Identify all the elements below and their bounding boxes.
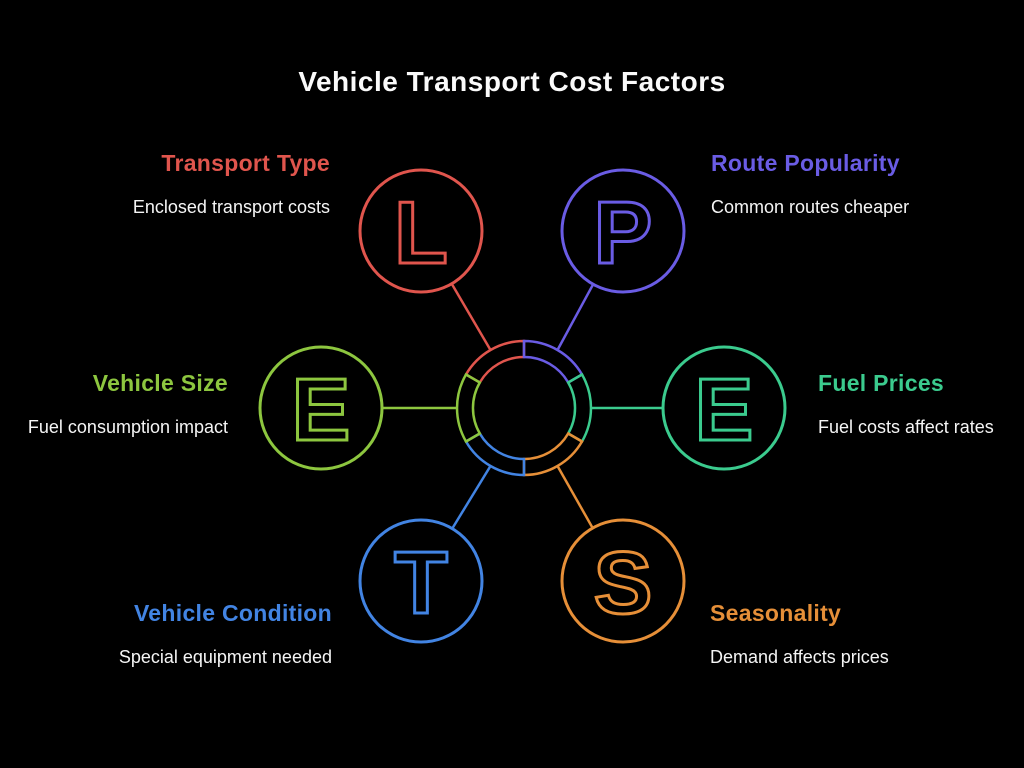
- hub-segment-route-popularity: [522, 339, 584, 385]
- node-letter-transport-type: L: [394, 183, 448, 282]
- node-letter-vehicle-condition: T: [394, 533, 448, 632]
- factor-desc-vehicle-condition: Special equipment needed: [118, 647, 332, 667]
- node-vehicle-size: E: [258, 345, 384, 471]
- factor-label-transport-type: Transport Type Enclosed transport costs: [30, 150, 330, 218]
- factor-title-fuel-prices: Fuel Prices: [818, 370, 945, 396]
- node-vehicle-condition: T: [358, 518, 484, 644]
- node-letter-seasonality: S: [594, 533, 653, 632]
- factor-desc-fuel-prices: Fuel costs affect rates: [818, 417, 994, 437]
- hub-segment-transport-type: [464, 339, 526, 385]
- hub-ring: [455, 339, 593, 477]
- hub-segment-seasonality: [522, 431, 584, 477]
- factor-label-vehicle-condition: Vehicle Condition Special equipment need…: [32, 600, 332, 668]
- factor-title-route-popularity: Route Popularity: [711, 150, 900, 176]
- node-circle-vehicle-condition: [358, 518, 484, 644]
- factor-label-vehicle-size: Vehicle Size Fuel consumption impact: [0, 370, 228, 438]
- connector-transport-type: [450, 283, 492, 351]
- hub-segment-vehicle-condition: [464, 431, 526, 477]
- factor-desc-vehicle-size: Fuel consumption impact: [27, 417, 228, 437]
- node-fuel-prices: E: [661, 345, 787, 471]
- factor-label-seasonality: Seasonality Demand affects prices: [710, 600, 1010, 668]
- node-circle-transport-type: [358, 168, 484, 294]
- factor-title-seasonality: Seasonality: [710, 600, 842, 626]
- factor-desc-route-popularity: Common routes cheaper: [711, 197, 910, 217]
- node-route-popularity: P: [560, 168, 686, 294]
- factor-label-route-popularity: Route Popularity Common routes cheaper: [711, 150, 1011, 218]
- factor-label-fuel-prices: Fuel Prices Fuel costs affect rates: [818, 370, 1024, 438]
- node-transport-type: L: [358, 168, 484, 294]
- node-seasonality: S: [560, 518, 686, 644]
- node-letter-vehicle-size: E: [292, 360, 351, 459]
- node-circle-seasonality: [560, 518, 686, 644]
- node-circle-fuel-prices: [661, 345, 787, 471]
- factor-title-transport-type: Transport Type: [161, 150, 330, 176]
- hub-segment-fuel-prices: [566, 372, 593, 444]
- factor-desc-transport-type: Enclosed transport costs: [132, 197, 330, 217]
- connector-vehicle-condition: [451, 465, 492, 530]
- factor-title-vehicle-condition: Vehicle Condition: [133, 600, 332, 626]
- connector-route-popularity: [556, 283, 595, 351]
- connector-seasonality: [556, 465, 594, 529]
- factor-title-vehicle-size: Vehicle Size: [92, 370, 228, 396]
- node-circle-vehicle-size: [258, 345, 384, 471]
- node-letter-route-popularity: P: [594, 183, 653, 282]
- page-title: Vehicle Transport Cost Factors: [298, 66, 726, 97]
- factor-desc-seasonality: Demand affects prices: [710, 647, 889, 667]
- node-letter-fuel-prices: E: [695, 360, 754, 459]
- node-circle-route-popularity: [560, 168, 686, 294]
- hub-segment-vehicle-size: [455, 372, 482, 444]
